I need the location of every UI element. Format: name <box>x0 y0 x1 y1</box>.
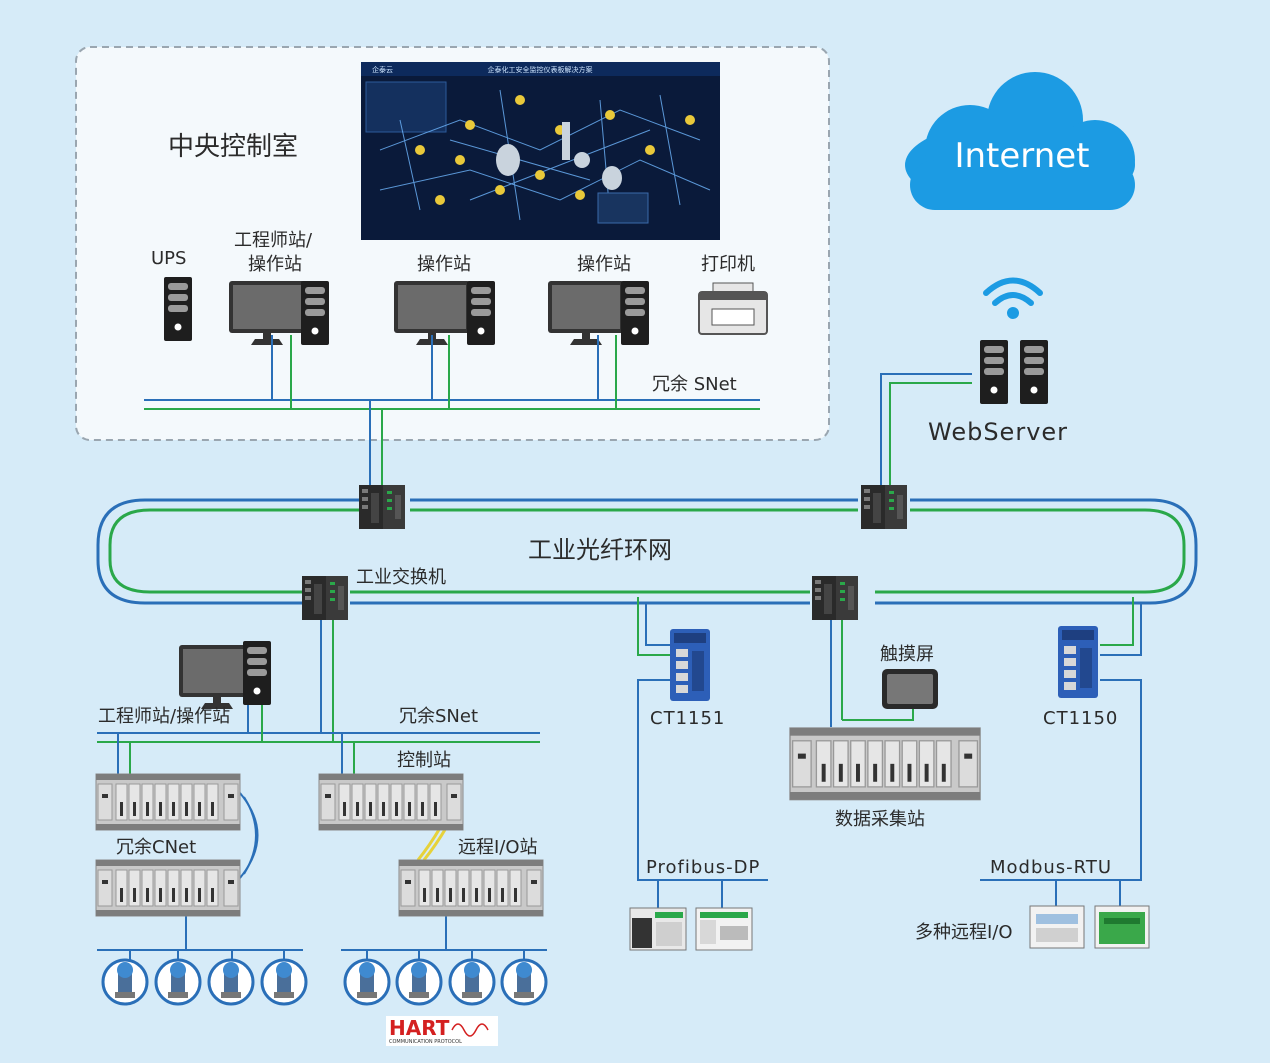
modbus-label: Modbus-RTU <box>990 857 1113 878</box>
svg-text:COMMUNICATION PROTOCOL: COMMUNICATION PROTOCOL <box>389 1039 462 1045</box>
printer-icon <box>698 282 768 335</box>
control-station-rack-icon <box>318 773 464 831</box>
op2-server-icon <box>621 281 649 345</box>
ring-switch-2-icon <box>861 485 907 529</box>
transmitter-6-icon <box>395 958 443 1006</box>
modbus-io-b-icon <box>1094 905 1150 949</box>
touchscreen-icon <box>882 669 938 709</box>
transmitter-1-icon <box>101 958 149 1006</box>
ring-switch-3-icon <box>302 576 348 620</box>
ct1151-label: CT1151 <box>650 708 726 729</box>
control-rack-b-icon <box>95 859 241 917</box>
snet-label-top: 冗余 SNet <box>652 374 737 395</box>
profibus-label: Profibus-DP <box>646 857 761 878</box>
multi-io-label: 多种远程I/O <box>915 922 1013 943</box>
remote-io-rack-icon <box>398 859 544 917</box>
ups-label: UPS <box>151 248 187 269</box>
webserver-link <box>880 373 972 485</box>
snet-bus-top <box>144 335 760 485</box>
touchscreen-label: 触摸屏 <box>880 644 934 665</box>
eng-server-icon <box>301 281 329 345</box>
eng-station-label-line2: 操作站 <box>248 254 302 275</box>
screen-logo: 企泰云 <box>372 65 393 74</box>
daq-label: 数据采集站 <box>835 809 925 830</box>
control-station-label: 控制站 <box>397 750 451 771</box>
transmitter-8-icon <box>500 958 548 1006</box>
printer-label: 打印机 <box>701 254 755 275</box>
field-eng-station-label: 工程师站/操作站 <box>98 706 231 727</box>
ring-switch-4-icon <box>812 576 858 620</box>
daq-rack-icon <box>789 727 981 801</box>
hart-logo: HART COMMUNICATION PROTOCOL <box>386 1016 498 1046</box>
wifi-icon <box>983 277 1043 319</box>
field-snet-label: 冗余SNet <box>399 706 479 727</box>
ct1151-converter-icon <box>670 629 710 701</box>
profibus-io-a-icon <box>629 907 687 951</box>
svg-text:HART: HART <box>389 1016 450 1040</box>
op-server-icon <box>467 281 495 345</box>
transmitter-5-icon <box>343 958 391 1006</box>
op-station-label-b: 操作站 <box>577 254 631 275</box>
ring-switch-1-icon <box>359 485 405 529</box>
field-eng-server-icon <box>243 641 271 705</box>
webserver-b-icon <box>1020 340 1048 404</box>
ring-label: 工业光纤环网 <box>528 536 672 564</box>
cloud-icon <box>905 72 1135 210</box>
transmitter-4-icon <box>260 958 308 1006</box>
field-links <box>97 597 1142 960</box>
modbus-io-a-icon <box>1029 905 1085 949</box>
ct1150-label: CT1150 <box>1043 708 1119 729</box>
dashboard-screen: 企泰云 企泰化工安全监控仪表板解决方案 <box>361 62 720 240</box>
op-station-label-a: 操作站 <box>417 254 471 275</box>
control-rack-a-icon <box>95 773 241 831</box>
screen-title: 企泰化工安全监控仪表板解决方案 <box>488 65 593 74</box>
switch-label: 工业交换机 <box>356 567 446 588</box>
transmitter-7-icon <box>448 958 496 1006</box>
control-room-title: 中央控制室 <box>168 132 299 162</box>
webserver-label: WebServer <box>928 418 1069 446</box>
eng-station-label-line1: 工程师站/ <box>234 230 313 251</box>
remote-io-label: 远程I/O站 <box>458 837 538 858</box>
fiber-ring <box>96 498 1198 605</box>
webserver-a-icon <box>980 340 1008 404</box>
transmitter-3-icon <box>207 958 255 1006</box>
profibus-io-b-icon <box>695 907 753 951</box>
transmitter-2-icon <box>154 958 202 1006</box>
internet-label: Internet <box>954 136 1089 176</box>
cnet-label: 冗余CNet <box>116 837 197 858</box>
ct1150-converter-icon <box>1058 626 1098 698</box>
ups-server-icon <box>164 277 192 341</box>
